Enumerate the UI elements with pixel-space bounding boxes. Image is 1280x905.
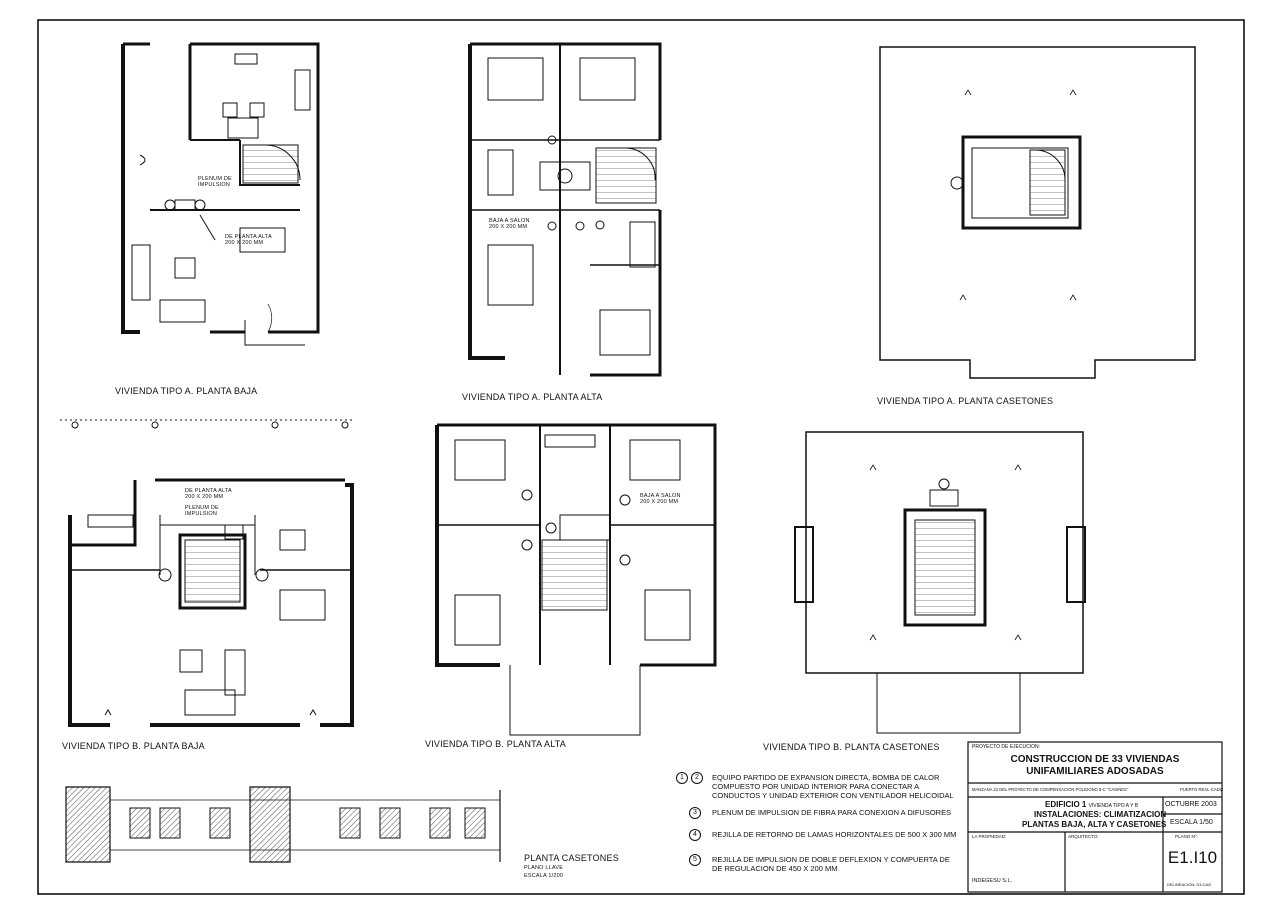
legend-text: REJILLA DE RETORNO DE LAMAS HORIZONTALES… — [712, 830, 957, 839]
tb-instalaciones: INSTALACIONES: CLIMATIZACION — [1034, 810, 1167, 819]
tb-edificio: EDIFICIO 1 VIVIENDA TIPO A Y B — [1045, 800, 1139, 809]
title-plan-b-casetones: VIVIENDA TIPO B. PLANTA CASETONES — [763, 742, 940, 752]
title-block-grid — [967, 741, 1223, 893]
legend-number: 4 — [689, 829, 701, 841]
tb-delineacion: DELINEACION: D3-CAD — [1167, 882, 1212, 887]
tb-plano-label: PLANO Nº: — [1175, 834, 1198, 839]
plan-b-planta-baja — [60, 419, 355, 727]
plan-a-planta-baja — [121, 42, 320, 346]
title-plan-a-casetones: VIVIENDA TIPO A. PLANTA CASETONES — [877, 396, 1054, 406]
sheet-border — [37, 19, 1245, 895]
plan-b-planta-casetones — [794, 431, 1086, 734]
annotation-de-planta-alta-a: DE PLANTA ALTA 200 x 200 mm — [225, 234, 272, 246]
title-plan-b-baja: VIVIENDA TIPO B. PLANTA BAJA — [62, 741, 205, 751]
title-plan-b-alta: VIVIENDA TIPO B. PLANTA ALTA — [425, 739, 566, 749]
tb-project-label: PROYECTO DE EJECUCION: — [972, 744, 1040, 750]
tb-date: OCTUBRE 2003 — [1165, 801, 1217, 808]
key-plan-planta-casetones — [65, 786, 501, 863]
legend-number: 2 — [691, 772, 703, 784]
tb-propiedad-label: LA PROPIEDAD: — [972, 834, 1007, 839]
legend-number: 1 — [676, 772, 688, 784]
legend-text: REJILLA DE IMPULSION DE DOBLE DEFLEXION … — [712, 855, 950, 873]
tb-arquitecto-label: ARQUITECTO: — [1068, 834, 1099, 839]
plan-b-planta-alta — [435, 423, 717, 736]
tb-city: PUERTO REAL-CADIZ — [1180, 787, 1224, 792]
annotation-de-planta-alta-b: DE PLANTA ALTA 200 x 200 mm — [185, 488, 232, 500]
tb-plano-number: E1.I10 — [1167, 848, 1218, 867]
annotation-plenum-b: PLENUM DE IMPULSION — [185, 505, 219, 517]
tb-plantas: PLANTAS BAJA, ALTA Y CASETONES — [1022, 820, 1167, 829]
tb-owner: INDEGESU S.L. — [972, 878, 1013, 884]
annotation-baja-a-salon-b: BAJA A SALON 200 x 200 mm — [640, 493, 681, 505]
key-plan-title: PLANTA CASETONES — [524, 853, 619, 863]
plan-a-planta-casetones — [879, 46, 1196, 379]
tb-project-title-1: CONSTRUCCION DE 33 VIVIENDAS — [1010, 754, 1180, 765]
legend-number: 3 — [689, 807, 701, 819]
plan-a-planta-alta — [468, 42, 662, 377]
legend-text: EQUIPO PARTIDO DE EXPANSION DIRECTA, BOM… — [712, 773, 954, 800]
annotation-baja-a-salon-a: BAJA A SALON 200 x 200 mm — [489, 218, 530, 230]
title-plan-a-baja: VIVIENDA TIPO A. PLANTA BAJA — [115, 386, 258, 396]
annotation-plenum-a: PLENUM DE IMPULSION — [198, 176, 232, 188]
tb-scale: ESCALA 1/50 — [1170, 819, 1213, 826]
key-plan-scale: ESCALA 1/200 — [524, 873, 564, 879]
key-plan-subtitle: PLANO LLAVE — [524, 865, 564, 871]
tb-location: MANZANA 22 DEL PROYECTO DE COMPENSACION … — [972, 787, 1129, 792]
tb-project-title-2: UNIFAMILIARES ADOSADAS — [1026, 766, 1164, 777]
legend-text: PLENUM DE IMPULSION DE FIBRA PARA CONEXI… — [712, 808, 952, 817]
title-plan-a-alta: VIVIENDA TIPO A. PLANTA ALTA — [462, 392, 603, 402]
legend-number: 5 — [689, 854, 701, 866]
